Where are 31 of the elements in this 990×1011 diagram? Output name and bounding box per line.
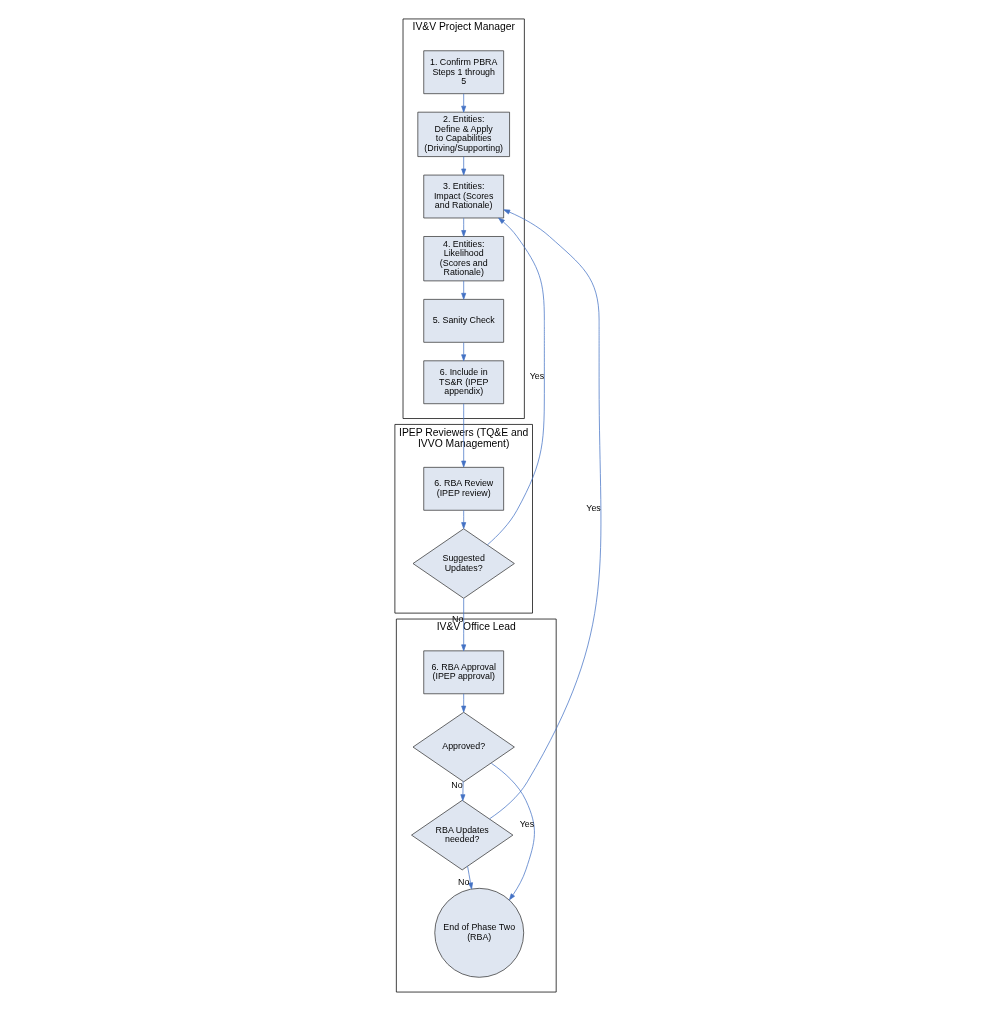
arrow bbox=[461, 156, 467, 176]
edge-label: Yes bbox=[519, 819, 535, 830]
node-box: 6. RBA Review (IPEP review) bbox=[423, 467, 504, 511]
node-box: 6. RBA Approval (IPEP approval) bbox=[423, 650, 504, 695]
edge-label: No bbox=[458, 876, 470, 887]
arrow bbox=[486, 217, 545, 546]
edge-label: Yes bbox=[529, 371, 545, 382]
node-box: 3. Entities: Impact (Scores and Rationale) bbox=[423, 174, 504, 219]
arrow bbox=[461, 93, 467, 113]
arrow bbox=[460, 781, 466, 801]
node-box: 6. Include in TS&R (IPEP appendix) bbox=[423, 360, 504, 405]
edge-label: Yes bbox=[586, 503, 601, 514]
arrow bbox=[461, 693, 467, 713]
arrow bbox=[489, 209, 602, 820]
node-box: 1. Confirm PBRA Steps 1 through 5 bbox=[423, 50, 504, 95]
arrow bbox=[461, 403, 467, 468]
arrow bbox=[461, 280, 467, 300]
node-diamond: Suggested Updates? bbox=[412, 528, 515, 599]
node-box: 2. Entities: Define & Apply to Capabilities (Driving/Supporting) bbox=[417, 111, 510, 157]
edge-label: No bbox=[451, 780, 463, 791]
node-box: 4. Entities: Likelihood (Scores and Rationale) bbox=[423, 236, 504, 282]
arrow bbox=[461, 598, 467, 652]
node-diamond: Approved? bbox=[412, 711, 515, 783]
arrow bbox=[490, 762, 535, 901]
node-circle: End of Phase Two (RBA) bbox=[434, 887, 525, 978]
node-box: 5. Sanity Check bbox=[423, 299, 504, 343]
arrow bbox=[461, 217, 467, 237]
node-diamond: RBA Updates needed? bbox=[411, 799, 514, 871]
arrow bbox=[461, 342, 467, 362]
arrow bbox=[467, 865, 473, 890]
arrow bbox=[461, 510, 467, 529]
